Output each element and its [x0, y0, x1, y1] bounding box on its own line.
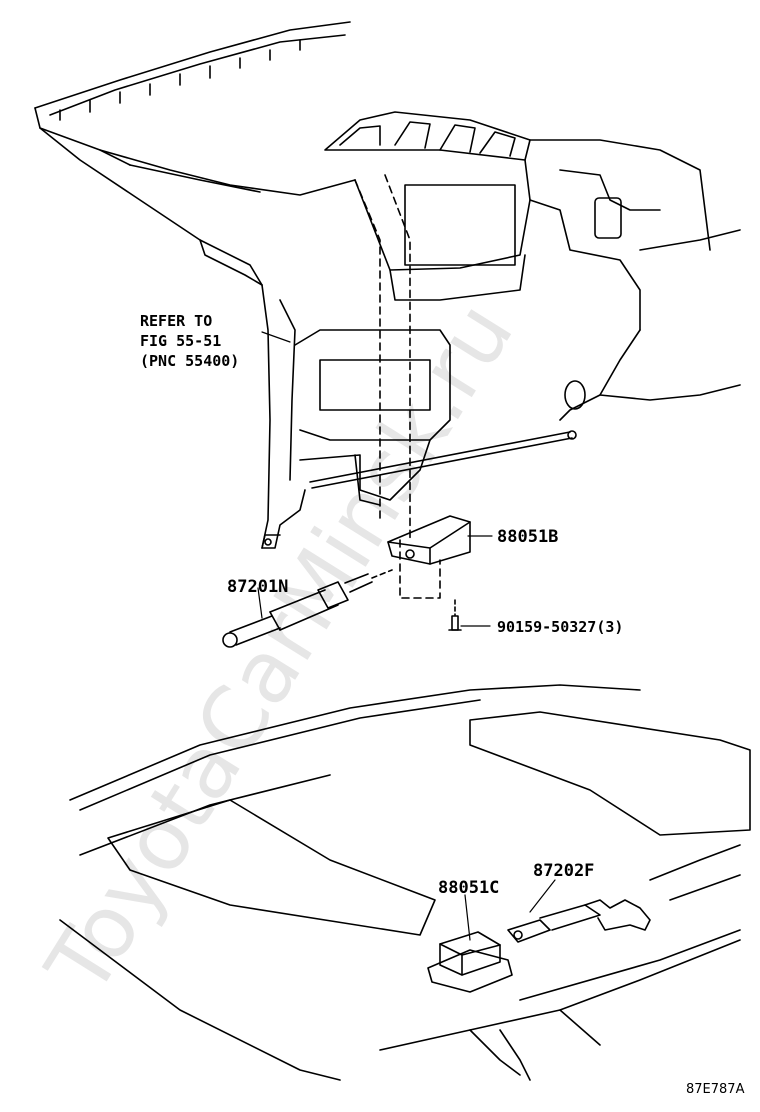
refer-note: REFER TO FIG 55-51 (PNC 55400): [140, 312, 239, 370]
refer-note-line3: (PNC 55400): [140, 352, 239, 370]
callout-87201n[interactable]: 87201N: [227, 577, 288, 597]
callout-88051b[interactable]: 88051B: [497, 527, 558, 547]
part-87201n-drawing: [222, 569, 393, 648]
watermark: ToyotaCarMinsk.ru: [27, 286, 533, 1012]
callout-88051c[interactable]: 88051C: [438, 878, 499, 898]
part-88051b-drawing: [387, 515, 471, 565]
instrument-panel-drawing: [34, 21, 741, 599]
callout-90159[interactable]: 90159-50327(3): [497, 618, 623, 636]
part-90159-bolt-drawing: [448, 599, 462, 631]
roof-drawing: [59, 684, 751, 1081]
figure-code: 87E787A: [686, 1082, 745, 1097]
callout-87202f[interactable]: 87202F: [533, 861, 594, 881]
leader-lines: [257, 331, 556, 941]
refer-note-line1: REFER TO: [140, 312, 212, 330]
part-87202f-drawing: [507, 899, 651, 943]
part-88051c-drawing: [427, 931, 513, 993]
refer-note-line2: FIG 55-51: [140, 332, 221, 350]
